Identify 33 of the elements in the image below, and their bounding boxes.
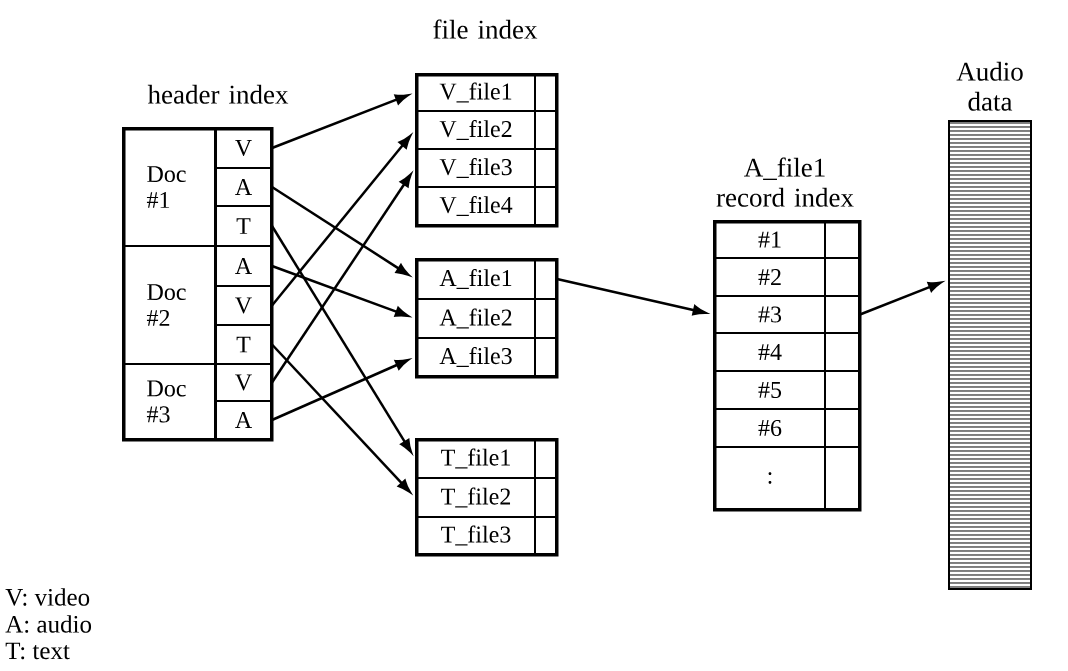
index-row: T_file3	[415, 515, 557, 555]
index-row: A_file2	[415, 297, 557, 339]
index-row: T_file2	[415, 476, 557, 518]
legend-text: V: video	[5, 588, 90, 606]
table-cell: A	[215, 400, 272, 440]
table-cell: A	[215, 245, 272, 287]
table-cell: V	[215, 127, 272, 169]
arrow	[270, 173, 412, 384]
table-cell: V	[215, 363, 272, 402]
index-row: V_file1	[415, 72, 557, 112]
index-row: V_file2	[415, 109, 557, 150]
index-row: V_file3	[415, 147, 557, 188]
table-cell: A	[215, 167, 272, 207]
arrow	[271, 185, 410, 276]
data-bar-drawing: Audio data	[947, 61, 1032, 590]
index-row: V_file4	[415, 185, 557, 226]
table-cell: T	[215, 324, 272, 365]
index-row: A_file3	[415, 336, 557, 377]
legend-text: T: text	[5, 642, 70, 660]
index-row: :	[713, 445, 860, 510]
index-row: A_file1	[415, 257, 557, 300]
node-label: Audio data	[956, 61, 1023, 111]
arrow	[271, 135, 412, 307]
index-row: #5	[713, 369, 860, 410]
table-cell: V	[215, 285, 272, 326]
index-row: #4	[713, 331, 860, 372]
index-row: #2	[713, 256, 860, 297]
index-row: #3	[713, 294, 860, 334]
index-row: T_file1	[415, 437, 557, 479]
index-row: #1	[713, 219, 860, 259]
table-cell: T	[215, 205, 272, 247]
legend-text: A: audio	[5, 615, 92, 633]
index-row: #6	[713, 407, 860, 448]
